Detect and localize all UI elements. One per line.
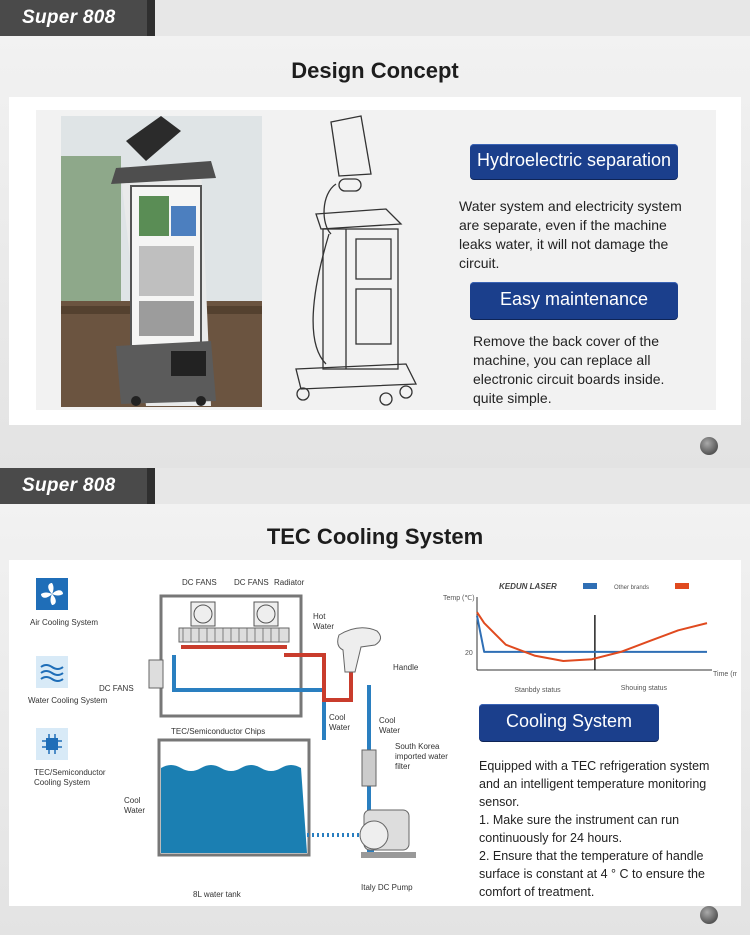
cooling-panel: Air Cooling System Water Cooling System … bbox=[9, 560, 741, 906]
tec-cooling-section: Super 808 TEC Cooling System Air Cooling… bbox=[0, 468, 750, 935]
label-dc-fans-side: DC FANS bbox=[99, 684, 134, 693]
decorative-dot bbox=[700, 906, 718, 924]
x-axis-label: Time (ms) bbox=[713, 671, 737, 678]
label-cool-water-1: Cool Water bbox=[329, 713, 351, 732]
label-water-filter: South Korea imported water filter bbox=[395, 742, 448, 771]
legend-label-kedun: KEDUN LASER bbox=[499, 582, 557, 591]
machine-sketch bbox=[295, 115, 418, 406]
brand-bar bbox=[0, 0, 155, 36]
brand-label: Super 808 bbox=[22, 7, 116, 28]
section-title: TEC Cooling System bbox=[266, 524, 484, 549]
series-line-1 bbox=[476, 611, 708, 662]
label-dc-fans-1: DC FANS bbox=[182, 578, 217, 587]
label-handle: Handle bbox=[393, 663, 419, 672]
brand-bar bbox=[0, 468, 155, 504]
series-line-0 bbox=[476, 615, 707, 653]
y-tick-label: 20 bbox=[465, 650, 473, 657]
legend-label: TEC/Semiconductor Cooling System bbox=[34, 768, 106, 787]
header-stripe bbox=[155, 468, 750, 504]
chip-icon bbox=[36, 728, 68, 760]
hydroelectric-separation-text: Water system and electricity system are … bbox=[459, 198, 682, 271]
label-water-tank: 8L water tank bbox=[193, 890, 241, 899]
legend-label-other: Other brands bbox=[614, 585, 649, 591]
fan-icon bbox=[36, 578, 68, 610]
legend-label: Water Cooling System bbox=[28, 696, 108, 705]
decorative-dot bbox=[700, 437, 718, 455]
hydroelectric-separation-heading: Hydroelectric separation bbox=[470, 144, 678, 179]
concept-panel: Hydroelectric separation Water system an… bbox=[9, 97, 741, 425]
section-title: Design Concept bbox=[291, 58, 459, 83]
cooling-diagram bbox=[148, 594, 416, 858]
region-label: Stanbdy status bbox=[514, 687, 561, 694]
cooling-point-2: 2. Ensure that the temperature of handle… bbox=[479, 849, 705, 899]
label-radiator: Radiator bbox=[274, 578, 305, 587]
legend-swatch-other bbox=[675, 583, 689, 589]
y-axis-label: Temp (℃) bbox=[443, 595, 475, 602]
label-dc-pump: Italy DC Pump bbox=[361, 883, 413, 892]
cooling-point-1: 1. Make sure the instrument can run cont… bbox=[479, 813, 680, 845]
easy-maintenance-text: Remove the back cover of the machine, yo… bbox=[473, 333, 665, 406]
label-tec-chips: TEC/Semiconductor Chips bbox=[171, 727, 266, 736]
easy-maintenance-heading: Easy maintenance bbox=[470, 282, 678, 319]
label-hot-water: Hot Water bbox=[313, 612, 335, 631]
legend-swatch-kedun bbox=[583, 583, 597, 589]
label-cool-water-tank: Cool Water bbox=[124, 796, 146, 815]
legend-label: Air Cooling System bbox=[30, 618, 99, 627]
cooling-intro: Equipped with a TEC refrigeration system… bbox=[479, 759, 710, 809]
design-concept-section: Super 808 Design Concept bbox=[0, 0, 750, 468]
cooling-system-text: Equipped with a TEC refrigeration system… bbox=[479, 757, 724, 901]
label-cool-water-2: Cool Water bbox=[379, 716, 401, 735]
cooling-legend: Air Cooling System Water Cooling System … bbox=[28, 578, 126, 878]
machine-photo bbox=[61, 116, 262, 407]
brand-label: Super 808 bbox=[22, 475, 116, 496]
header-stripe bbox=[155, 0, 750, 36]
label-dc-fans-2: DC FANS bbox=[234, 578, 269, 587]
cooling-system-heading: Cooling System bbox=[479, 704, 659, 741]
water-waves-icon bbox=[36, 656, 68, 688]
region-label: Shouing status bbox=[621, 685, 668, 692]
